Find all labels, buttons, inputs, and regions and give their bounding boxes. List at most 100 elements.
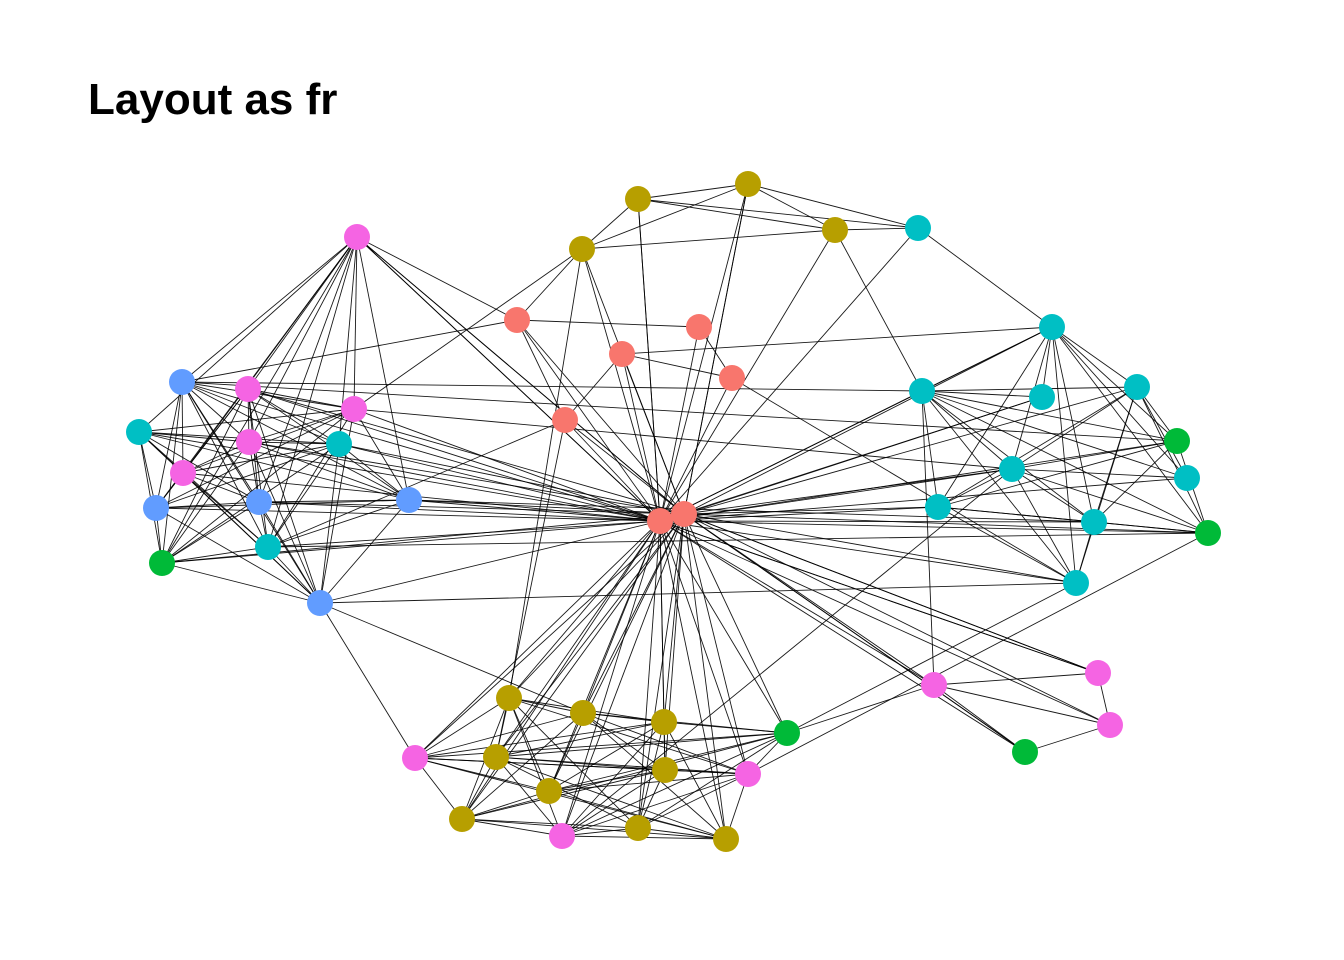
edge (921, 390, 1013, 470)
edge (516, 319, 685, 515)
edge (582, 513, 685, 714)
edge (248, 408, 355, 443)
edge (461, 818, 639, 829)
edge (267, 408, 355, 548)
node-blue (246, 489, 272, 515)
edge (659, 229, 836, 522)
edge (161, 520, 661, 564)
edge (933, 684, 1026, 753)
edge (548, 513, 685, 792)
node-olive (735, 171, 761, 197)
node-olive (651, 709, 677, 735)
edge (581, 248, 685, 515)
edge (637, 773, 749, 829)
edge (1136, 386, 1188, 479)
edge (414, 513, 685, 759)
edge (683, 513, 1026, 753)
node-pink (1097, 712, 1123, 738)
edge (356, 236, 518, 321)
edge (683, 513, 1099, 674)
edge (921, 326, 1053, 392)
node-olive (536, 778, 562, 804)
node-blue (169, 369, 195, 395)
edge (564, 419, 661, 522)
edge (917, 227, 1053, 328)
node-green (1012, 739, 1038, 765)
edge (414, 732, 788, 759)
edge (747, 183, 836, 231)
edge (248, 441, 410, 501)
edge (683, 513, 1077, 584)
edge (319, 582, 1077, 604)
edge (319, 520, 661, 604)
edge (659, 390, 923, 522)
edge (921, 390, 1095, 523)
edge (353, 408, 410, 501)
edge (683, 513, 788, 734)
edge (267, 499, 410, 548)
edge (138, 431, 269, 548)
node-green (149, 550, 175, 576)
node-pink (236, 429, 262, 455)
edge (683, 513, 935, 686)
node-teal (1174, 465, 1200, 491)
edge (267, 532, 1209, 548)
edge (637, 198, 919, 229)
edge (581, 229, 836, 250)
edge (659, 520, 1077, 584)
edge (659, 520, 1026, 753)
node-olive (449, 806, 475, 832)
edge (659, 477, 1188, 522)
edge (683, 513, 1111, 726)
edge (182, 472, 260, 503)
edge (495, 756, 749, 775)
node-teal (905, 215, 931, 241)
edge (1051, 326, 1138, 388)
edge (414, 697, 510, 759)
edge (921, 390, 939, 508)
edge (338, 443, 685, 515)
edge (248, 441, 340, 445)
edge (637, 827, 727, 840)
edge (319, 602, 416, 759)
edge (319, 443, 340, 604)
edge (161, 501, 260, 564)
node-pink (170, 460, 196, 486)
edge (356, 236, 410, 501)
edge (155, 408, 355, 509)
edge (353, 408, 661, 522)
edge (138, 408, 355, 433)
edge (731, 377, 1077, 584)
edge (181, 381, 923, 392)
edge (248, 441, 685, 515)
edge (637, 183, 749, 200)
edge (138, 431, 250, 443)
edge (548, 773, 749, 792)
node-red (719, 365, 745, 391)
edge (1011, 468, 1077, 584)
edge (683, 326, 1053, 515)
edge (181, 381, 250, 443)
edge (248, 236, 358, 443)
edge (659, 326, 700, 522)
edge (181, 381, 355, 410)
edge (663, 513, 685, 723)
edge (786, 684, 935, 734)
node-red (609, 341, 635, 367)
edge (461, 818, 727, 840)
edge (495, 756, 727, 840)
edge (356, 236, 661, 522)
edge (659, 520, 1099, 674)
edge (659, 227, 919, 522)
plot-title: Layout as fr (88, 75, 338, 124)
edge (1093, 440, 1178, 523)
node-green (1195, 520, 1221, 546)
edge (182, 408, 355, 474)
edge (659, 520, 727, 840)
node-olive (496, 685, 522, 711)
edge (937, 440, 1178, 508)
node-pink (549, 823, 575, 849)
edge (659, 520, 1111, 726)
edge (495, 756, 639, 829)
